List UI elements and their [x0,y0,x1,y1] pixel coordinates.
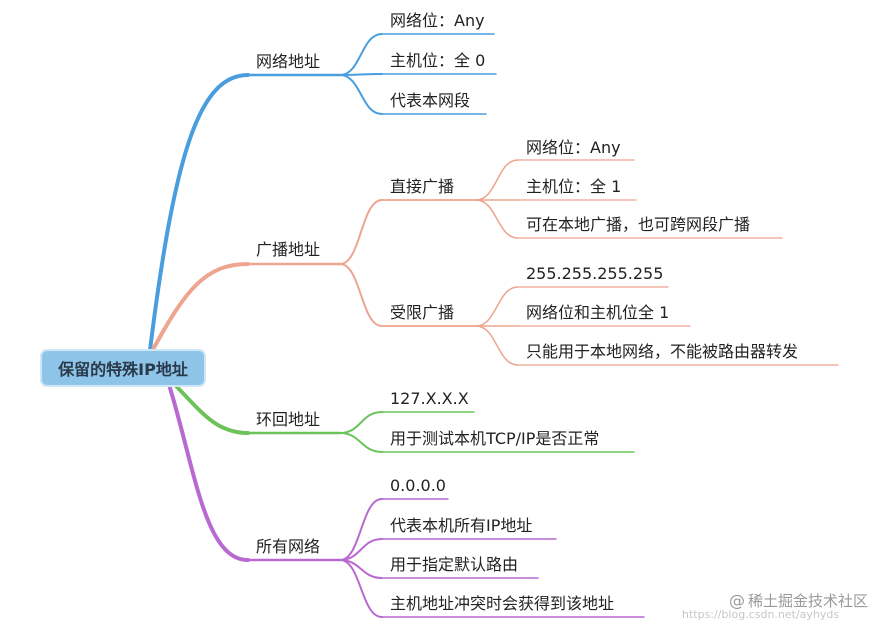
limited-leaf-3[interactable]: 只能用于本地网络，不能被路由器转发 [526,342,799,361]
branch-broadcast-address[interactable]: 广播地址 [256,240,321,259]
network-leaf-3[interactable]: 代表本网段 [390,91,471,110]
network-child-line-1 [339,73,383,76]
watermark-text: 稀土掘金技术社区 [747,592,868,610]
all-child-line-0 [339,498,383,561]
watermark-url: https://blog.csdn.net/ayhyds [682,608,840,621]
direct-leaf-3[interactable]: 可在本地广播，也可跨网段广播 [526,215,751,234]
root-to-network-line [148,73,250,352]
watermark: @ 稀土掘金技术社区 [729,590,868,611]
limited-leaf-1[interactable]: 255.255.255.255 [526,264,664,283]
broadcast-direct[interactable]: 直接广播 [390,177,455,196]
limited-child-line-2 [475,325,519,366]
root-node[interactable]: 保留的特殊IP地址 [40,349,206,387]
direct-child-line-0 [475,159,519,201]
all-leaf-2[interactable]: 代表本机所有IP地址 [390,516,533,535]
broadcast-limited-line [339,263,383,327]
all-leaf-4[interactable]: 主机地址冲突时会获得到该地址 [390,594,615,613]
branch-network-address[interactable]: 网络地址 [256,52,321,71]
broadcast-limited[interactable]: 受限广播 [390,303,455,322]
loopback-child-line-0 [339,411,383,434]
branch-loopback-address[interactable]: 环回地址 [256,410,321,429]
branch-all-networks[interactable]: 所有网络 [256,537,321,556]
network-leaf-2[interactable]: 主机位：全 0 [390,51,486,70]
network-child-line-2 [339,74,383,115]
broadcast-direct-line [339,199,383,265]
all-leaf-1[interactable]: 0.0.0.0 [390,476,446,495]
loopback-leaf-1[interactable]: 127.X.X.X [390,389,469,408]
limited-child-line-0 [475,286,519,327]
direct-child-line-2 [475,199,519,239]
direct-leaf-1[interactable]: 网络位：Any [526,138,621,157]
direct-leaf-2[interactable]: 主机位：全 1 [526,177,622,196]
loopback-leaf-2[interactable]: 用于测试本机TCP/IP是否正常 [390,429,600,448]
network-child-line-0 [339,33,383,76]
loopback-child-line-1 [339,432,383,453]
root-to-loopback-line [173,383,250,435]
root-to-all-line [168,386,250,562]
network-leaf-1[interactable]: 网络位：Any [390,11,485,30]
all-child-line-3 [339,559,383,618]
all-leaf-3[interactable]: 用于指定默认路由 [390,555,519,574]
at-sign-icon: @ [728,591,745,610]
limited-leaf-2[interactable]: 网络位和主机位全 1 [526,303,670,322]
root-to-broadcast-line [148,262,250,357]
